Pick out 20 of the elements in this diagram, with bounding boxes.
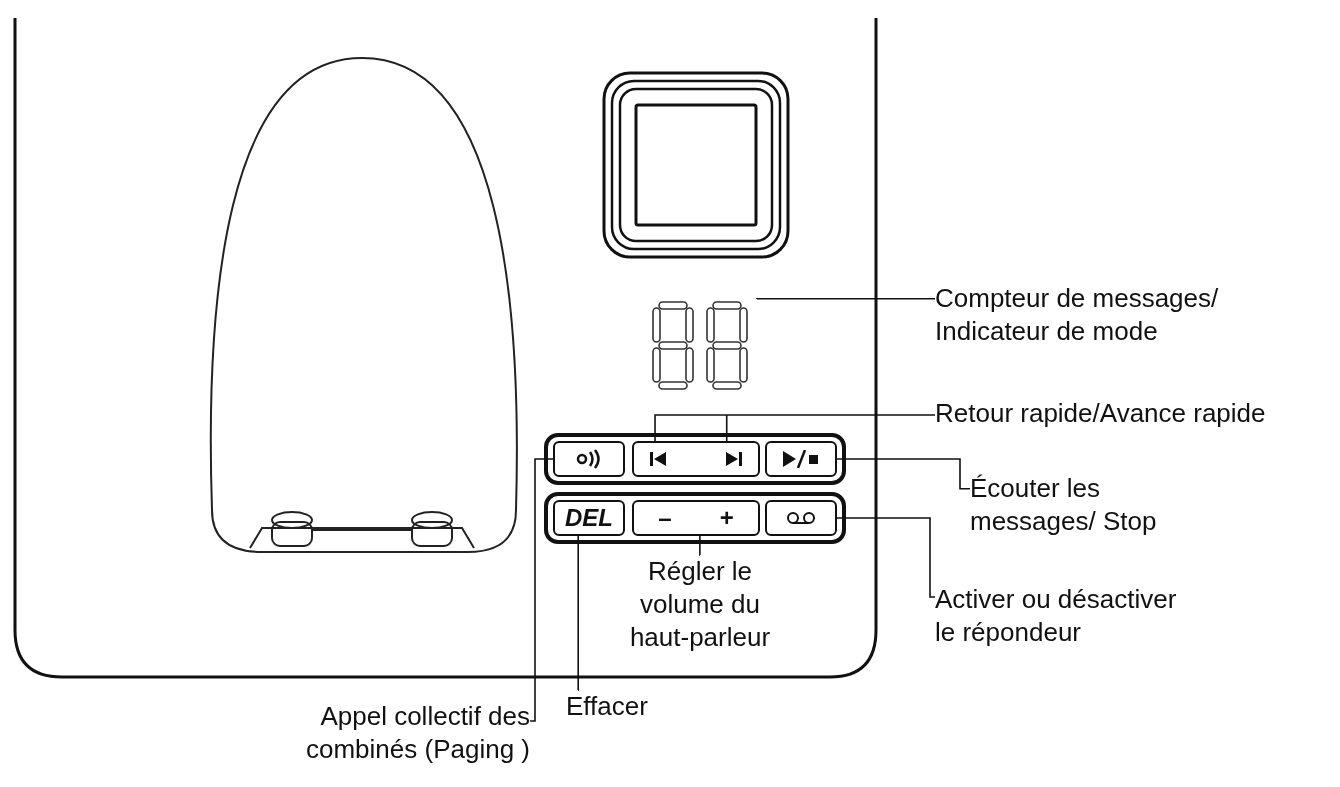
skip-button: [632, 441, 760, 477]
callout-label: Écouter les messages/ Stop: [970, 472, 1210, 577]
leader-line: [577, 535, 579, 691]
answering-machine-button: [765, 500, 837, 536]
paging-button: [553, 441, 625, 477]
volume-button: – +: [632, 500, 760, 536]
callout-label: Activer ou désactiver le répondeur: [935, 583, 1190, 653]
callout-label: Effacer: [566, 690, 686, 726]
callout-label: Régler le volume du haut-parleur: [610, 555, 790, 660]
callout-label: Compteur de messages/ Indicateur de mode: [935, 282, 1255, 352]
leader-line: [654, 414, 936, 442]
leader-line: [529, 458, 554, 722]
callout-label: Retour rapide/Avance rapide: [935, 397, 1335, 433]
leader-line: [756, 298, 936, 300]
leader-line: [836, 517, 936, 598]
leader-line: [699, 535, 701, 556]
delete-button: DEL: [553, 500, 625, 536]
callout-label: Appel collectif des combinés (Paging ): [215, 700, 530, 770]
play-stop-button: [765, 441, 837, 477]
leader-line: [836, 458, 971, 490]
